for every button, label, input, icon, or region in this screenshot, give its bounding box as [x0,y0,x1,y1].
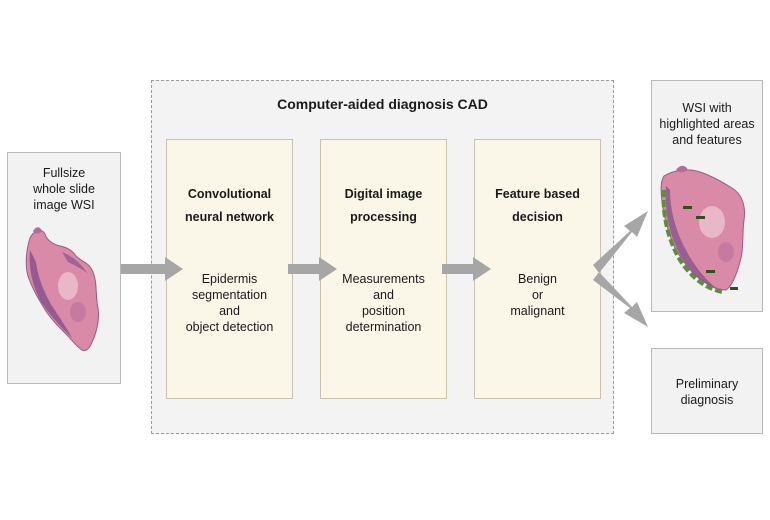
input-wsi-label: Fullsize whole slide image WSI [33,166,95,212]
stage-cnn-title: Convolutional neural network [185,187,274,224]
stage-cnn-body: Epidermis segmentation and object detect… [185,272,274,334]
arrow-cnn-to-processing [288,257,337,281]
stage-image-processing-title: Digital image processing [344,187,423,224]
stage-image-processing-body: Measurements and position determination [342,272,425,334]
output-diagnosis-label: Preliminary diagnosis [675,377,739,407]
output-wsi-label: WSI with highlighted areas and features [659,101,755,147]
arrow-processing-to-decision [442,257,491,281]
input-tissue-image [25,227,99,351]
arrow-decision-to-diagnosis [593,272,648,327]
stage-decision-body: Benign or malignant [510,272,565,318]
arrows [121,211,648,327]
arrow-decision-to-wsi [593,211,648,273]
stage-decision: Feature based decision Benign or maligna… [474,139,601,399]
stage-decision-title: Feature based decision [495,187,580,224]
output-diagnosis-box: Preliminary diagnosis [651,348,763,434]
stage-image-processing: Digital image processing Measurements an… [320,139,447,399]
arrow-input-to-cnn [121,257,183,281]
cad-title: Computer-aided diagnosis CAD [277,96,488,112]
output-tissue-image [660,165,745,294]
input-wsi-box: Fullsize whole slide image WSI [7,152,121,384]
detected-object-markers [683,206,738,290]
